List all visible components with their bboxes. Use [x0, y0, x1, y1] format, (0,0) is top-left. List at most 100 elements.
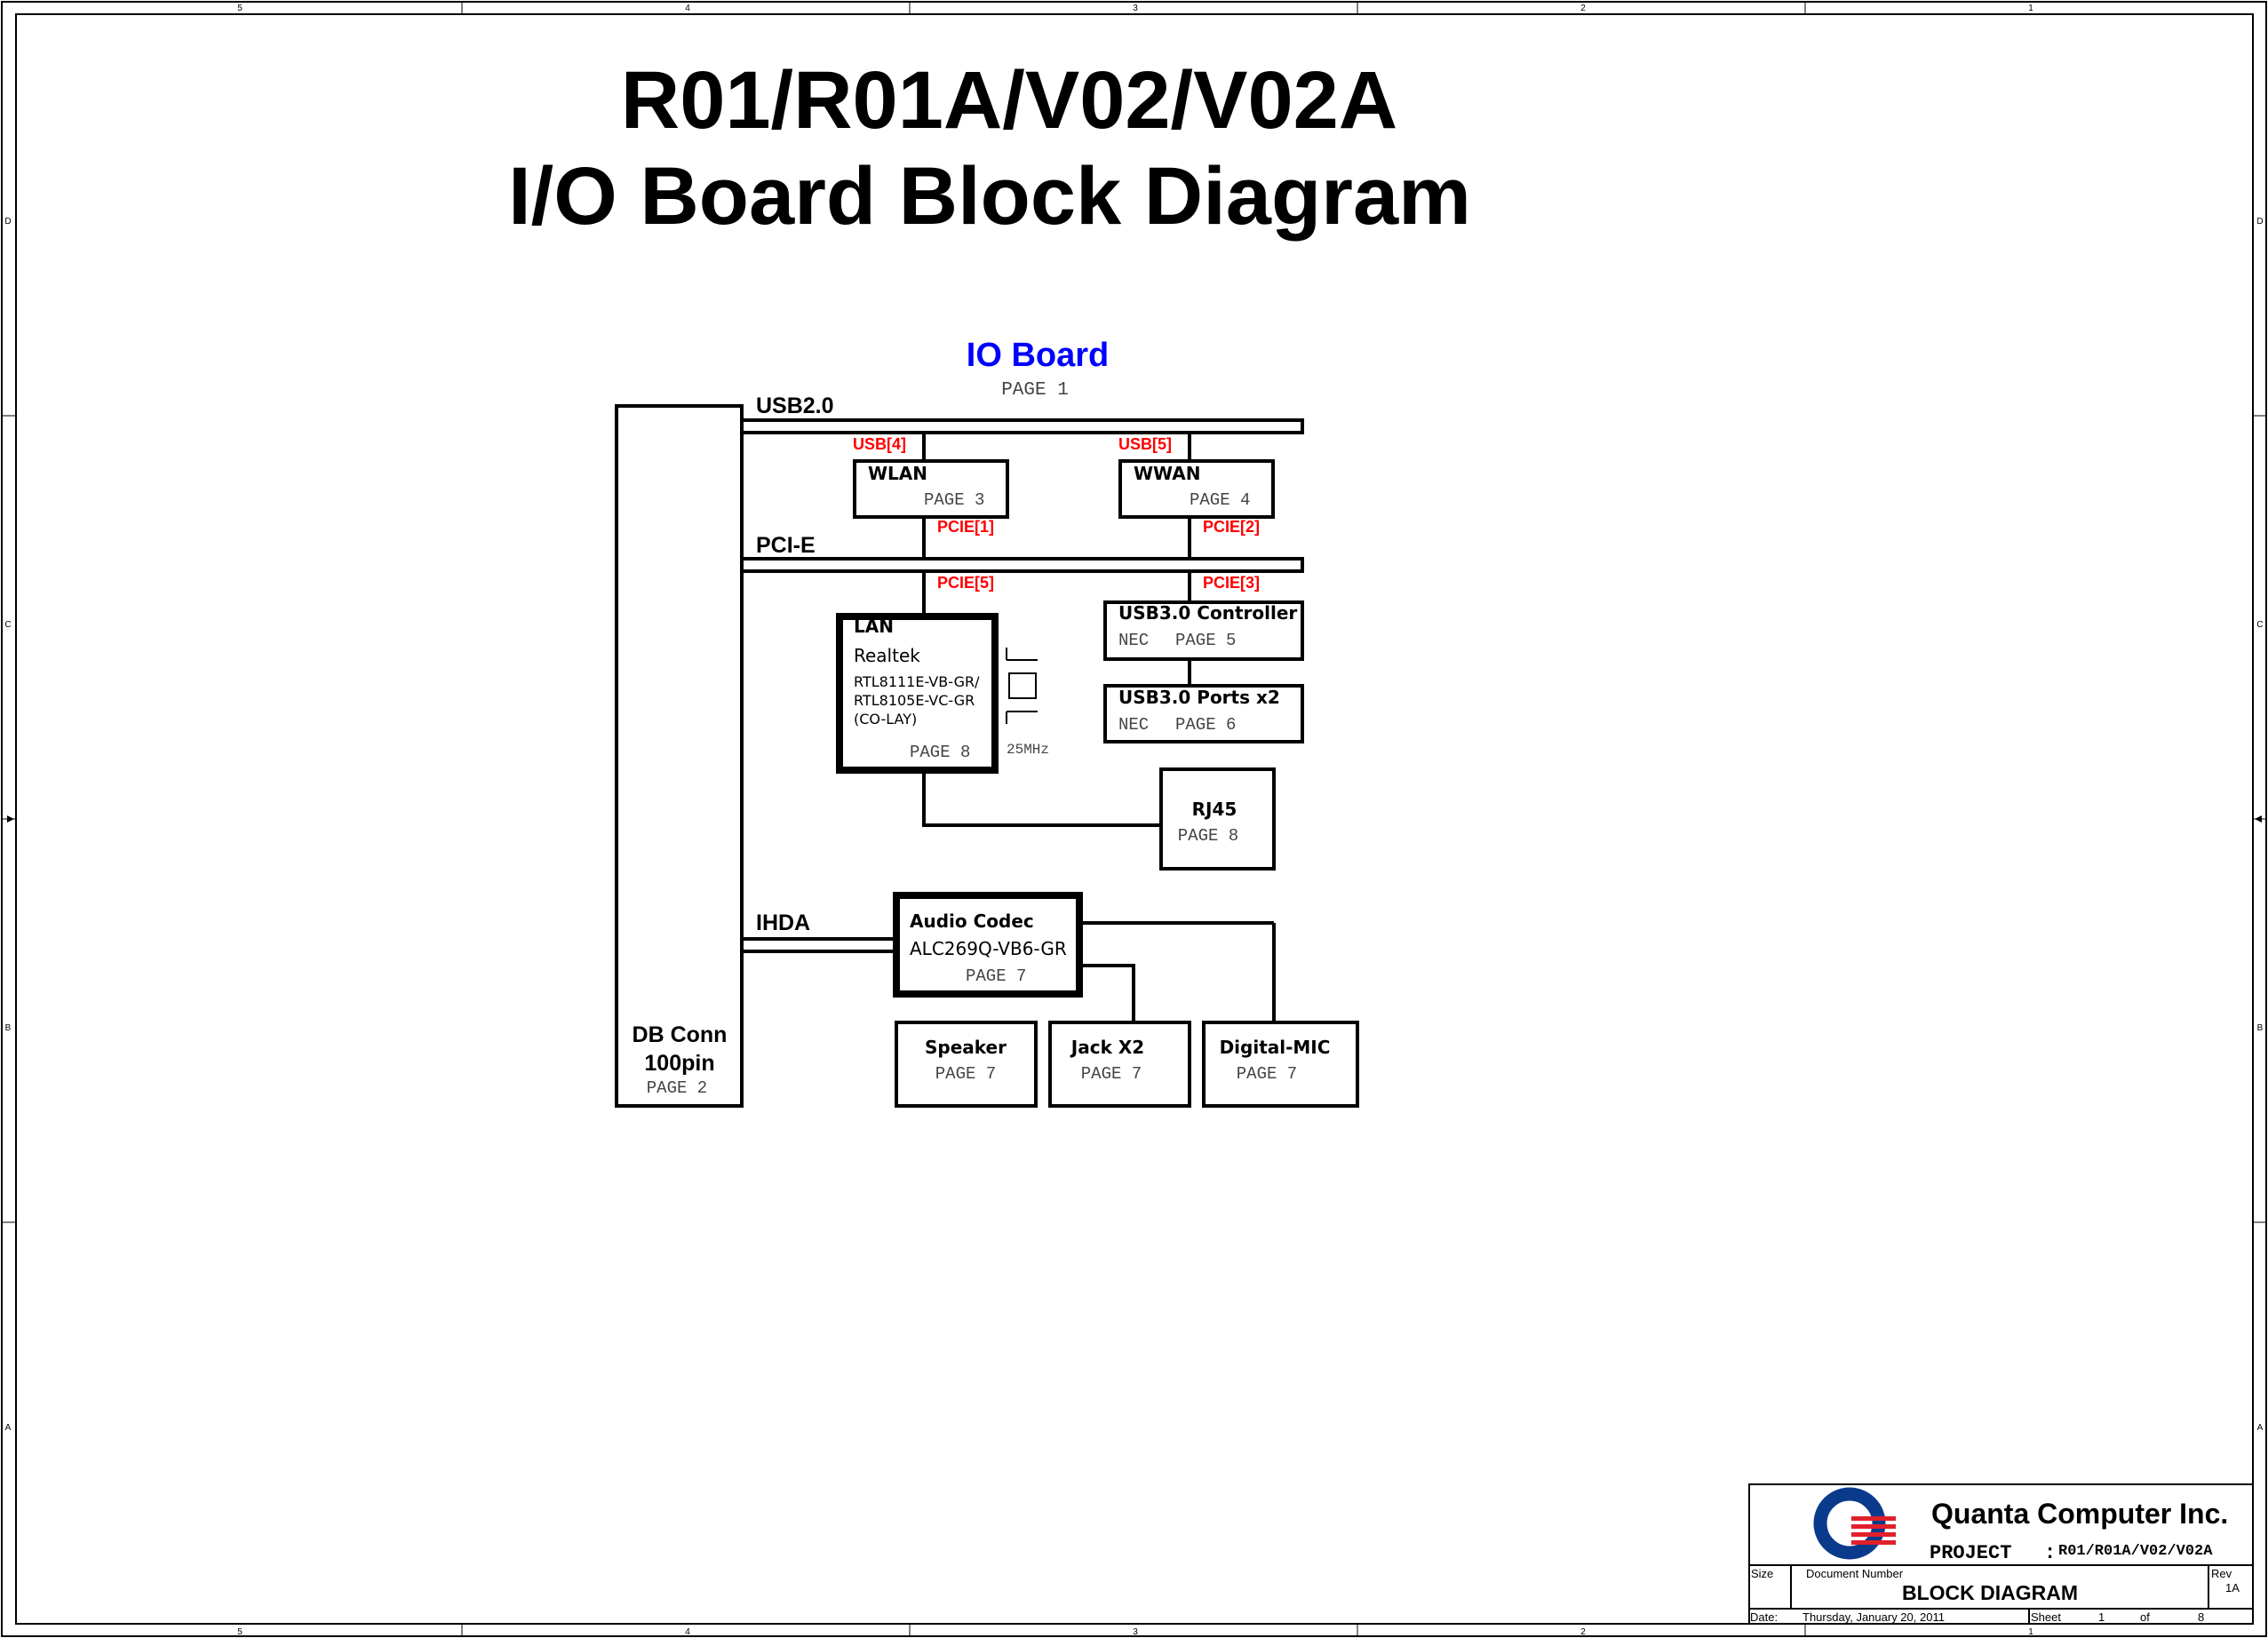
signal-usb4: USB[4]	[853, 435, 906, 453]
grid-col-label: 3	[1133, 4, 1138, 13]
of-label: of	[2140, 1610, 2150, 1624]
lan-block: LAN Realtek RTL8111E-VB-GR/ RTL8105E-VC-…	[836, 613, 999, 774]
audio-codec-part: ALC269Q-VB6-GR	[910, 938, 1067, 959]
grid-col-label: 4	[685, 4, 690, 13]
title-line2: I/O Board Block Diagram	[508, 151, 1471, 242]
speaker-name: Speaker	[925, 1037, 1007, 1058]
title-line1: R01/R01A/V02/V02A	[621, 55, 1398, 146]
usb3-ports-vendor: NEC	[1118, 715, 1149, 735]
center-arrows	[7, 815, 2262, 823]
signal-pcie5: PCIE[5]	[937, 574, 994, 592]
grid-col-label: 4	[685, 1627, 690, 1637]
company-name: Quanta Computer Inc.	[1931, 1498, 2228, 1530]
date-label: Date:	[1750, 1610, 1778, 1624]
grid-row-label: C	[2256, 620, 2263, 630]
jack-page: PAGE 7	[1081, 1064, 1142, 1084]
wwan-name: WWAN	[1134, 463, 1200, 484]
pcie-bus	[742, 557, 1304, 573]
jack-name: Jack X2	[1070, 1037, 1144, 1058]
rj45-page: PAGE 8	[1178, 826, 1238, 846]
speaker-page: PAGE 7	[935, 1064, 996, 1084]
signal-pcie2: PCIE[2]	[1203, 518, 1260, 536]
lan-part1: RTL8111E-VB-GR/	[854, 673, 980, 690]
usb3-controller-page: PAGE 5	[1175, 631, 1236, 650]
usb3-ports-name: USB3.0 Ports x2	[1118, 687, 1280, 708]
lan-part2: RTL8105E-VC-GR	[854, 692, 975, 709]
lan-vendor: Realtek	[854, 645, 920, 666]
usb2-bus-label: USB2.0	[756, 394, 834, 418]
usb2-bus	[742, 418, 1304, 434]
wlan-block: WLAN PAGE 3	[853, 459, 1009, 519]
grid-col-label: 5	[237, 1627, 243, 1637]
grid-col-label: 3	[1133, 1627, 1138, 1637]
rj45-block: RJ45 PAGE 8	[1159, 767, 1276, 871]
board-page: PAGE 1	[1001, 380, 1069, 401]
db-conn-name1: DB Conn	[633, 1022, 728, 1047]
wlan-page: PAGE 3	[924, 490, 984, 510]
project-label: PROJECT	[1930, 1542, 2011, 1564]
document-title: BLOCK DIAGRAM	[1902, 1581, 2078, 1604]
grid-row-label: B	[2257, 1023, 2264, 1033]
document-number-label: Document Number	[1806, 1567, 1904, 1580]
lan-name: LAN	[854, 616, 894, 637]
crystal-symbol	[1006, 648, 1038, 724]
lan-part3: (CO-LAY)	[854, 711, 917, 728]
board-title: IO Board	[967, 337, 1109, 374]
audio-codec-block: Audio Codec ALC269Q-VB6-GR PAGE 7	[893, 892, 1083, 998]
project-separator: :	[2044, 1542, 2056, 1564]
rj45-name: RJ45	[1192, 799, 1237, 820]
lan-page: PAGE 8	[910, 743, 970, 762]
jack-block: Jack X2 PAGE 7	[1048, 1021, 1191, 1108]
quanta-logo	[1813, 1487, 1896, 1560]
sheet-number: 1	[2098, 1610, 2105, 1624]
digital-mic-page: PAGE 7	[1237, 1064, 1297, 1084]
usb3-controller-block: USB3.0 Controller NEC PAGE 5	[1103, 600, 1304, 661]
ihda-bus-label: IHDA	[756, 910, 810, 935]
grid-row-label: B	[5, 1023, 12, 1033]
db-conn-block: DB Conn 100pin PAGE 2	[615, 404, 744, 1108]
db-conn-page: PAGE 2	[647, 1078, 707, 1098]
size-label: Size	[1751, 1567, 1773, 1580]
digital-mic-block: Digital-MIC PAGE 7	[1202, 1021, 1359, 1108]
sheet-total: 8	[2198, 1610, 2204, 1624]
grid-labels: 5 4 3 2 1 5 4 3 2 1 D C B A D C B A	[4, 4, 2263, 1637]
wires	[922, 434, 1276, 1022]
pcie-bus-label: PCI-E	[756, 533, 816, 558]
sheet-label: Sheet	[2031, 1610, 2061, 1624]
signal-pcie1: PCIE[1]	[937, 518, 994, 536]
wwan-page: PAGE 4	[1190, 490, 1250, 510]
grid-row-label: D	[2256, 217, 2263, 227]
audio-codec-name: Audio Codec	[910, 910, 1034, 932]
usb3-ports-page: PAGE 6	[1175, 715, 1236, 735]
signal-pcie3: PCIE[3]	[1203, 574, 1260, 592]
usb3-controller-name: USB3.0 Controller	[1118, 602, 1297, 624]
ihda-bus	[742, 937, 895, 953]
signal-usb5: USB[5]	[1118, 435, 1172, 453]
audio-codec-page: PAGE 7	[966, 966, 1026, 986]
rev-label: Rev	[2211, 1567, 2232, 1580]
grid-col-label: 5	[237, 4, 243, 13]
wwan-block: WWAN PAGE 4	[1118, 459, 1275, 519]
rev-value: 1A	[2225, 1581, 2240, 1594]
date-value: Thursday, January 20, 2011	[1802, 1610, 1945, 1624]
usb3-ports-block: USB3.0 Ports x2 NEC PAGE 6	[1103, 684, 1304, 743]
title-block	[1748, 1483, 2254, 1625]
grid-row-label: D	[4, 217, 11, 227]
grid-col-label: 1	[2028, 4, 2033, 13]
grid-row-label: A	[2257, 1423, 2264, 1433]
wlan-name: WLAN	[868, 463, 927, 484]
project-name: R01/R01A/V02/V02A	[2058, 1543, 2213, 1560]
digital-mic-name: Digital-MIC	[1220, 1037, 1331, 1058]
usb3-controller-vendor: NEC	[1118, 631, 1149, 650]
grid-col-label: 1	[2028, 1627, 2033, 1637]
grid-col-label: 2	[1580, 1627, 1586, 1637]
db-conn-name2: 100pin	[644, 1051, 714, 1076]
crystal-frequency: 25MHz	[1007, 742, 1049, 758]
grid-row-label: A	[5, 1423, 12, 1433]
grid-col-label: 2	[1580, 4, 1586, 13]
speaker-block: Speaker PAGE 7	[895, 1021, 1038, 1108]
signal-labels: USB[4] USB[5] PCIE[1] PCIE[2] PCIE[5] PC…	[853, 435, 1260, 592]
grid-row-label: C	[4, 620, 11, 630]
